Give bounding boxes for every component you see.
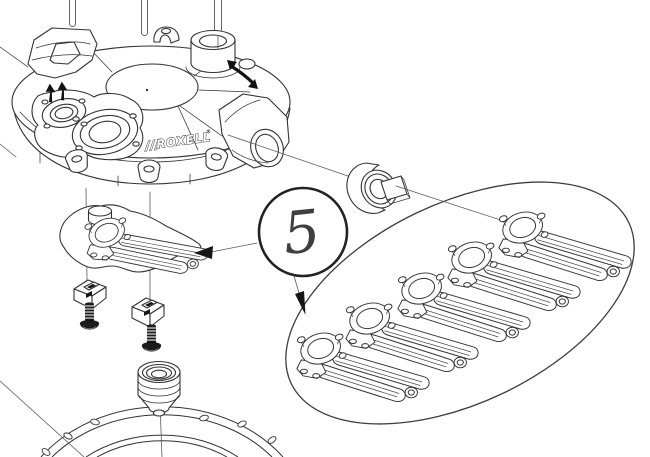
leader-arrow-down-icon	[295, 291, 306, 315]
leader-arrow-left-icon	[194, 246, 213, 259]
callout-5: 5	[194, 186, 349, 315]
tube-clamp-left	[27, 27, 98, 79]
gearbox-hubs	[31, 89, 144, 161]
callout-number: 5	[280, 196, 324, 267]
screw-right	[141, 323, 162, 352]
callout-balloon	[257, 186, 349, 278]
tube-boss	[185, 29, 256, 79]
axis-line-into-detail	[395, 185, 520, 227]
screw-left	[79, 301, 100, 330]
logo-registered-mark: ®	[206, 129, 212, 136]
bolt-holes	[41, 414, 277, 456]
top-tab	[153, 26, 180, 44]
mounting-foot	[137, 159, 161, 184]
grill-rods	[69, 0, 222, 36]
bushing-part	[346, 162, 411, 214]
t-slot-block-right	[131, 297, 165, 328]
ribbed-plug	[137, 360, 181, 417]
detail-view-oval	[285, 181, 635, 425]
logo-prefix: ///	[142, 137, 162, 153]
axis-line-bushing	[227, 134, 349, 177]
lever-assembly-main	[59, 203, 211, 284]
feeder-top-housing: /// ROXELL ®	[11, 0, 291, 187]
adjust-double-arrow-icon	[227, 60, 258, 89]
